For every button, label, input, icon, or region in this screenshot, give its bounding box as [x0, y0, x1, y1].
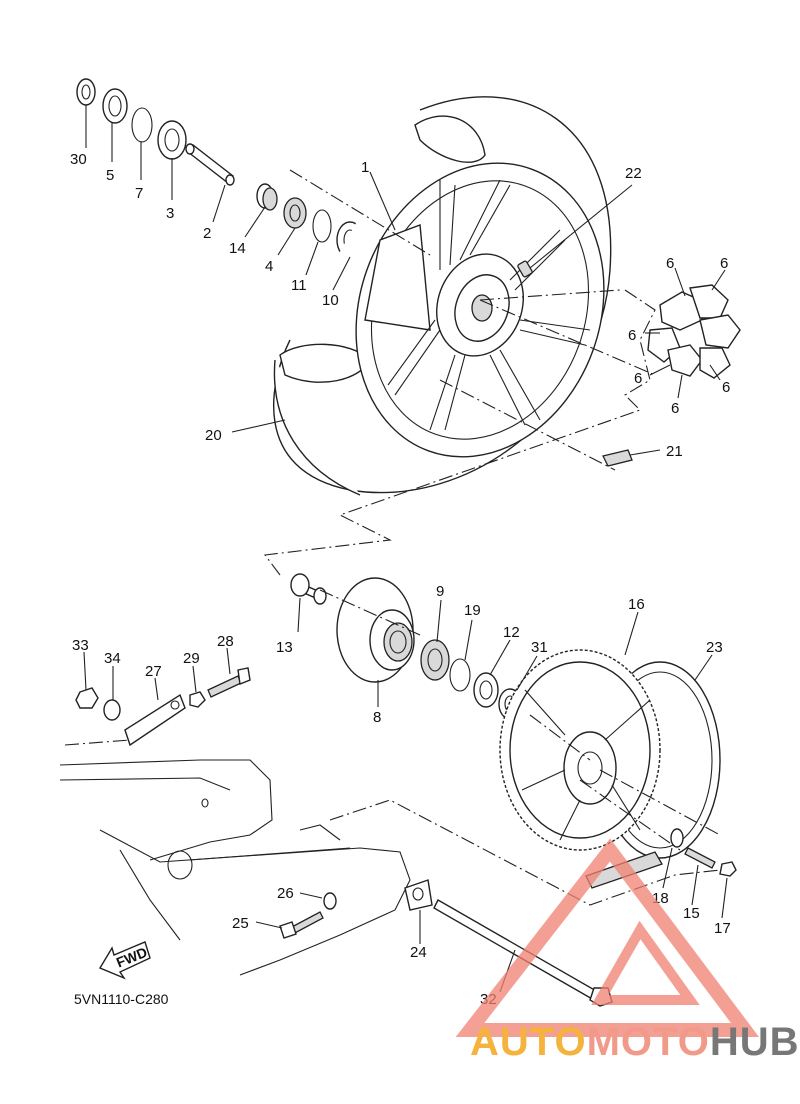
callout-10: 10 [322, 292, 339, 309]
part-30-oil-seal [76, 78, 96, 106]
callout-3: 3 [166, 205, 174, 222]
part-13-collar [290, 573, 327, 605]
callout-9: 9 [436, 583, 444, 600]
part-6-damper-set [647, 284, 741, 379]
callout-7: 7 [135, 185, 143, 202]
callout-15: 15 [683, 905, 700, 922]
watermark-hub: HUB [709, 1020, 800, 1064]
callout-6-bottom-left: 6 [634, 370, 642, 387]
part-9-bearing [420, 639, 450, 681]
callout-25: 25 [232, 915, 249, 932]
assembly-lines [64, 169, 721, 906]
callout-34: 34 [104, 650, 121, 667]
part-22-valve [517, 260, 533, 278]
callout-21: 21 [666, 443, 683, 460]
watermark-wordmark: AUTOMOTOHUB [470, 1020, 800, 1065]
callout-24: 24 [410, 944, 427, 961]
callout-17: 17 [714, 920, 731, 937]
callout-19: 19 [464, 602, 481, 619]
part-2-spacer [185, 143, 235, 186]
part-19-circlip [449, 658, 471, 692]
part-1-wheel-rim [355, 162, 605, 458]
part-24-adjuster-block [404, 879, 433, 911]
swingarm-outline [59, 759, 411, 976]
part-7-circlip [131, 107, 153, 143]
part-21-weight [602, 449, 633, 467]
part-29-nut [189, 691, 206, 708]
callout-8: 8 [373, 709, 381, 726]
callout-13: 13 [276, 639, 293, 656]
part-5-collar [102, 88, 128, 124]
callouts: 30 5 7 3 2 14 4 11 10 1 22 20 21 6 6 6 6… [70, 151, 731, 1008]
callout-5: 5 [106, 167, 114, 184]
part-27-adjuster-plate [124, 693, 186, 747]
part-16-rear-sprocket [499, 649, 661, 851]
callout-30: 30 [70, 151, 87, 168]
callout-14: 14 [229, 240, 246, 257]
callout-1: 1 [361, 159, 369, 176]
fwd-arrow-icon [98, 941, 151, 980]
part-12-oil-seal [473, 672, 499, 708]
part-4-needle-bearing [283, 197, 307, 229]
callout-2: 2 [203, 225, 211, 242]
callout-23: 23 [706, 639, 723, 656]
part-28-adjuster-bolt [207, 667, 251, 698]
callout-16: 16 [628, 596, 645, 613]
callout-6-bottom-right: 6 [722, 379, 730, 396]
callout-4: 4 [265, 258, 273, 275]
watermark-moto: MOTO [586, 1020, 710, 1064]
callout-6-left: 6 [628, 327, 636, 344]
part-18-washer [670, 828, 684, 848]
part-14-collar [256, 183, 278, 211]
callout-22: 22 [625, 165, 642, 182]
part-33-nut [75, 687, 99, 709]
callout-6-bottom: 6 [671, 400, 679, 417]
callout-20: 20 [205, 427, 222, 444]
callout-11: 11 [291, 277, 307, 294]
callout-26: 26 [277, 885, 294, 902]
part-3-bearing [157, 120, 187, 160]
part-25-bolt [279, 911, 324, 939]
part-8-clutch-hub [336, 577, 415, 683]
part-15-stud-bolt [684, 847, 716, 869]
leader-lines [83, 105, 728, 993]
callout-33: 33 [72, 637, 89, 654]
callout-29: 29 [183, 650, 200, 667]
watermark-logo-icon [455, 838, 759, 1037]
part-34-washer [103, 699, 121, 721]
callout-28: 28 [217, 633, 234, 650]
part-17-nut [719, 861, 737, 877]
callout-31: 31 [531, 639, 548, 656]
part-11-circlip [312, 209, 332, 243]
callout-6-top-right: 6 [720, 255, 728, 272]
watermark-auto: AUTO [470, 1020, 587, 1064]
callout-27: 27 [145, 663, 162, 680]
part-26-washer [323, 892, 337, 910]
diagram-code: 5VN1110-C280 [74, 991, 169, 1007]
callout-6-top-left: 6 [666, 255, 674, 272]
callout-12: 12 [503, 624, 520, 641]
